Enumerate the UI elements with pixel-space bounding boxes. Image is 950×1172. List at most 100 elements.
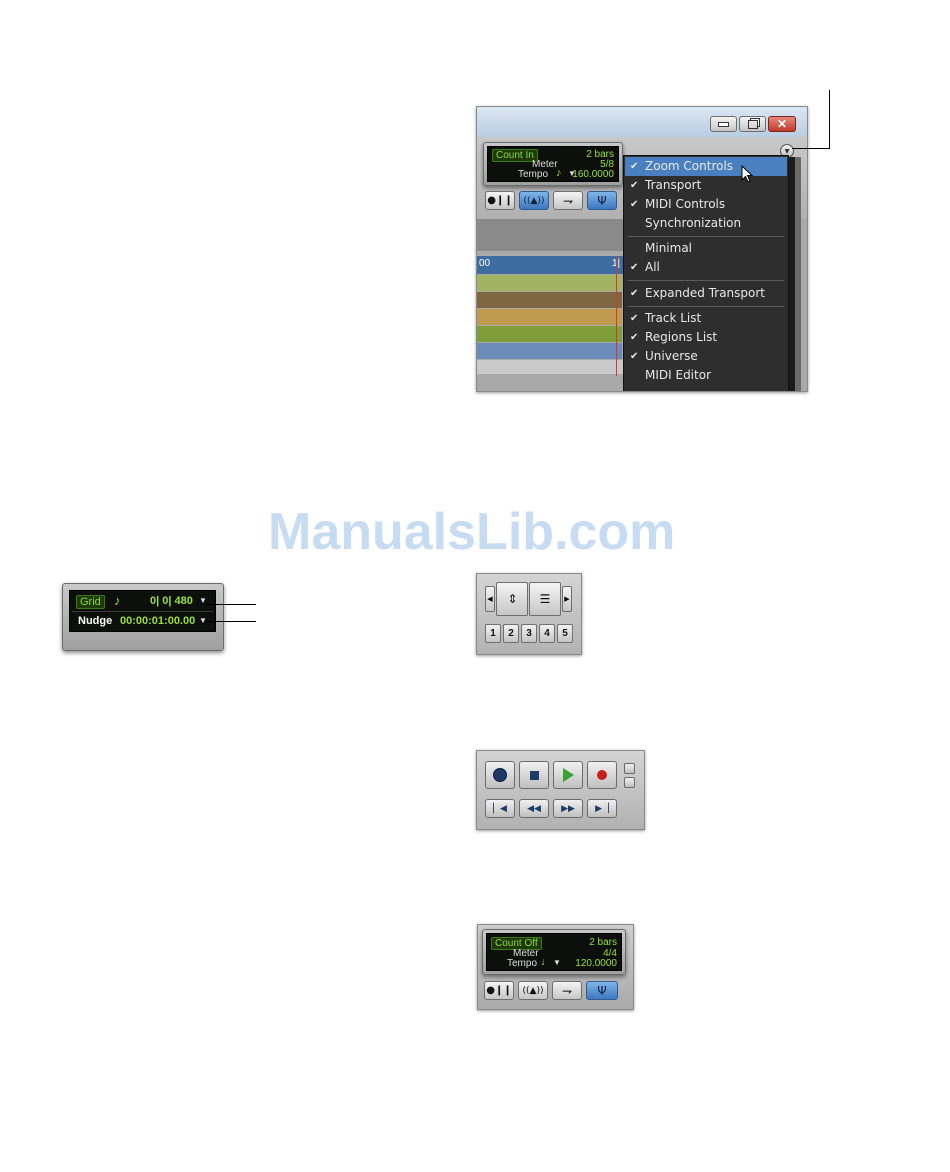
- play-button[interactable]: [553, 761, 583, 789]
- menu-item-all[interactable]: ✔ All: [624, 258, 786, 277]
- restore-button[interactable]: [739, 116, 766, 132]
- track-region[interactable]: [477, 309, 622, 325]
- count-bars: 2 bars: [586, 149, 614, 160]
- stop-button[interactable]: [519, 761, 549, 789]
- fast-forward-icon: ▶▶: [561, 803, 575, 814]
- menu-item-synchronization[interactable]: Synchronization: [645, 216, 742, 230]
- wait-for-note-button[interactable]: ●❙❙: [485, 191, 515, 210]
- tempo-value[interactable]: 120.0000: [575, 958, 617, 969]
- track-region[interactable]: [477, 343, 622, 359]
- count-off-button[interactable]: Count Off: [491, 937, 542, 950]
- fast-forward-button[interactable]: ▶▶: [553, 799, 583, 818]
- grid-dropdown-icon[interactable]: ▼: [199, 596, 207, 605]
- zoom-out-horizontal-button[interactable]: ◀: [485, 586, 495, 612]
- nudge-label[interactable]: Nudge: [78, 615, 113, 627]
- callout-line: [206, 604, 256, 605]
- restore-icon: [747, 119, 758, 129]
- menu-item-track-list[interactable]: ✔ Track List: [624, 309, 786, 328]
- chevron-down-icon: ▼: [784, 147, 790, 155]
- ruler-bar: [477, 219, 627, 251]
- rewind-button[interactable]: ◀◀: [519, 799, 549, 818]
- meter-value[interactable]: 4/4: [603, 948, 617, 959]
- zoom-preset-1[interactable]: 1: [485, 624, 501, 643]
- tempo-dropdown-icon[interactable]: ▼: [568, 169, 576, 178]
- wait-for-note-button[interactable]: ●❙❙: [484, 981, 514, 1000]
- checkmark-icon: ✔: [630, 313, 639, 324]
- mouse-cursor-icon: [741, 165, 753, 183]
- menu-separator: [628, 236, 784, 237]
- metronome-icon: ((▲)): [523, 195, 545, 206]
- conductor-button[interactable]: Ψ: [586, 981, 618, 1000]
- window-right-edge-light: [795, 157, 801, 391]
- eighth-note-icon: ♪: [114, 593, 121, 608]
- track-region[interactable]: [477, 275, 622, 291]
- ruler-timeline: 00 1|: [477, 256, 627, 274]
- record-button[interactable]: [587, 761, 617, 789]
- count-in-button[interactable]: Count In: [492, 149, 538, 162]
- track-region[interactable]: [477, 292, 622, 308]
- checkmark-icon: ✔: [630, 351, 639, 362]
- close-button[interactable]: ✕: [768, 116, 796, 132]
- edit-window-screenshot: ✕ Count In 2 bars Meter 5/8 Tempo ♪ ▼ 16…: [476, 106, 808, 392]
- counter-display: Count Off 2 bars Meter 4/4 Tempo ♩ ▼ 120…: [486, 933, 622, 971]
- checkmark-icon: ✔: [630, 262, 639, 273]
- nudge-value[interactable]: 00:00:01:00.00: [120, 615, 196, 627]
- callout-line: [829, 90, 830, 148]
- menu-separator: [628, 280, 784, 281]
- midi-merge-button[interactable]: ⇁: [553, 191, 583, 210]
- return-to-zero-button[interactable]: ▏◀: [485, 799, 515, 818]
- tempo-dropdown-icon[interactable]: ▼: [553, 958, 561, 967]
- grid-value[interactable]: 0| 0| 480: [150, 595, 193, 607]
- menu-item-regions-list[interactable]: ✔ Regions List: [624, 328, 786, 347]
- online-button[interactable]: [485, 761, 515, 789]
- zoom-in-horizontal-button[interactable]: ▶: [562, 586, 572, 612]
- counter-display: Count In 2 bars Meter 5/8 Tempo ♪ ▼ 160.…: [487, 146, 619, 182]
- menu-item-universe[interactable]: ✔ Universe: [624, 347, 786, 366]
- record-icon: [597, 770, 607, 780]
- track-region[interactable]: [477, 326, 622, 342]
- triangle-right-icon: ▶: [564, 595, 570, 603]
- grid-button[interactable]: Grid: [76, 595, 105, 609]
- tempo-label: Tempo: [507, 958, 538, 969]
- minimize-button[interactable]: [710, 116, 737, 132]
- checkmark-icon: ✔: [630, 288, 639, 299]
- callout-line: [792, 148, 830, 149]
- menu-item-expanded-transport[interactable]: ✔ Expanded Transport: [624, 284, 786, 303]
- return-to-zero-icon: ▏◀: [493, 803, 507, 814]
- meter-value[interactable]: 5/8: [600, 159, 614, 170]
- merge-icon: ⇁: [562, 193, 574, 208]
- conductor-icon: Ψ: [597, 193, 607, 208]
- go-to-end-icon: ▶▕: [595, 803, 609, 814]
- zoom-preset-5[interactable]: 5: [557, 624, 573, 643]
- zoom-preset-4[interactable]: 4: [539, 624, 555, 643]
- grid-nudge-display: Grid ♪ 0| 0| 480 ▼ Nudge 00:00:01:00.00 …: [69, 590, 216, 632]
- audio-zoom-button[interactable]: ⇕: [496, 582, 528, 616]
- metronome-button[interactable]: ((▲)): [518, 981, 548, 1000]
- checkmark-icon: ✔: [630, 161, 639, 172]
- tempo-value[interactable]: 160.0000: [572, 169, 614, 180]
- metronome-button[interactable]: ((▲)): [519, 191, 549, 210]
- clock-icon: [493, 768, 507, 782]
- zoom-preset-2[interactable]: 2: [503, 624, 519, 643]
- menu-item-minimal[interactable]: Minimal: [645, 241, 693, 255]
- menu-item-midi-editor[interactable]: MIDI Editor: [645, 368, 711, 382]
- midi-merge-button[interactable]: ⇁: [552, 981, 582, 1000]
- nudge-dropdown-icon[interactable]: ▼: [199, 616, 207, 625]
- minimize-icon: [718, 121, 729, 127]
- menu-item-transport[interactable]: ✔ Transport: [624, 176, 786, 195]
- midi-zoom-button[interactable]: ☰: [529, 582, 561, 616]
- track-divider: [477, 360, 627, 374]
- checkmark-icon: ✔: [630, 199, 639, 210]
- menu-item-zoom-controls[interactable]: ✔ Zoom Controls: [624, 157, 786, 176]
- go-to-end-button[interactable]: ▶▕: [587, 799, 617, 818]
- conductor-icon: Ψ: [597, 983, 607, 998]
- watermark-text: ManualsLib.com: [268, 503, 676, 561]
- menu-item-midi-controls[interactable]: ✔ MIDI Controls: [624, 195, 786, 214]
- merge-icon: ⇁: [561, 983, 573, 998]
- post-roll-toggle[interactable]: [624, 777, 635, 788]
- toolbar-options-menu: ✔ Zoom Controls ✔ Transport ✔ MIDI Contr…: [623, 155, 789, 391]
- meter-label: Meter: [532, 159, 558, 170]
- conductor-button[interactable]: Ψ: [587, 191, 617, 210]
- zoom-preset-3[interactable]: 3: [521, 624, 537, 643]
- pre-roll-toggle[interactable]: [624, 763, 635, 774]
